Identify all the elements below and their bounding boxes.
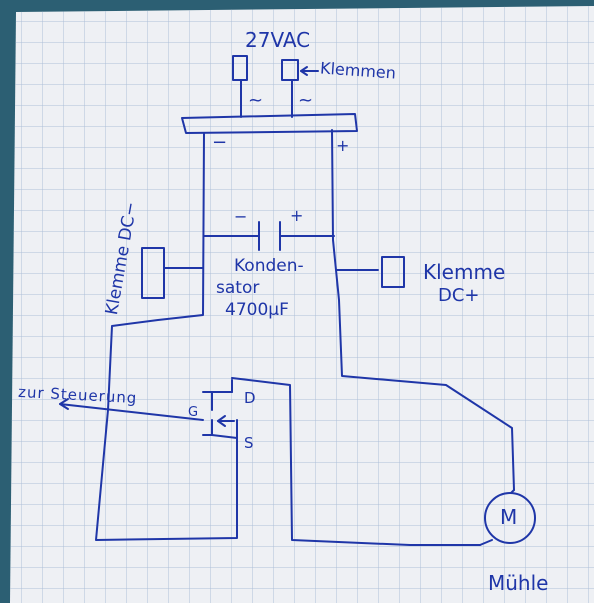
ac-symbol-right: ~ [298,90,314,111]
motor-label: Mühle [488,571,549,595]
dc-plus-label-line2: DC+ [438,285,480,306]
dc-plus-label-line1: Klemme [423,260,506,284]
supply-label: 27VAC [245,28,311,52]
source-label: S [244,434,254,452]
dc-minus-terminal [141,247,165,299]
ac-terminal-right [281,59,299,81]
dc-plus-terminal [381,256,405,288]
rail-minus-sign: − [212,132,228,153]
capacitor-value: 4700µF [225,300,289,320]
capacitor-label-line1: Konden- [234,256,304,276]
gate-label: G [188,405,199,420]
drain-label: D [244,389,256,407]
paper-grid [10,6,594,603]
motor-symbol: M [500,505,518,529]
rail-plus-sign: + [336,136,350,155]
capacitor-plus-sign: + [290,206,304,225]
capacitor-label-line2: sator [216,278,260,298]
rectifier-bar [181,113,358,134]
capacitor-minus-sign: − [234,207,248,226]
circuit-lines [59,55,536,546]
ac-symbol-left: ~ [248,90,264,111]
